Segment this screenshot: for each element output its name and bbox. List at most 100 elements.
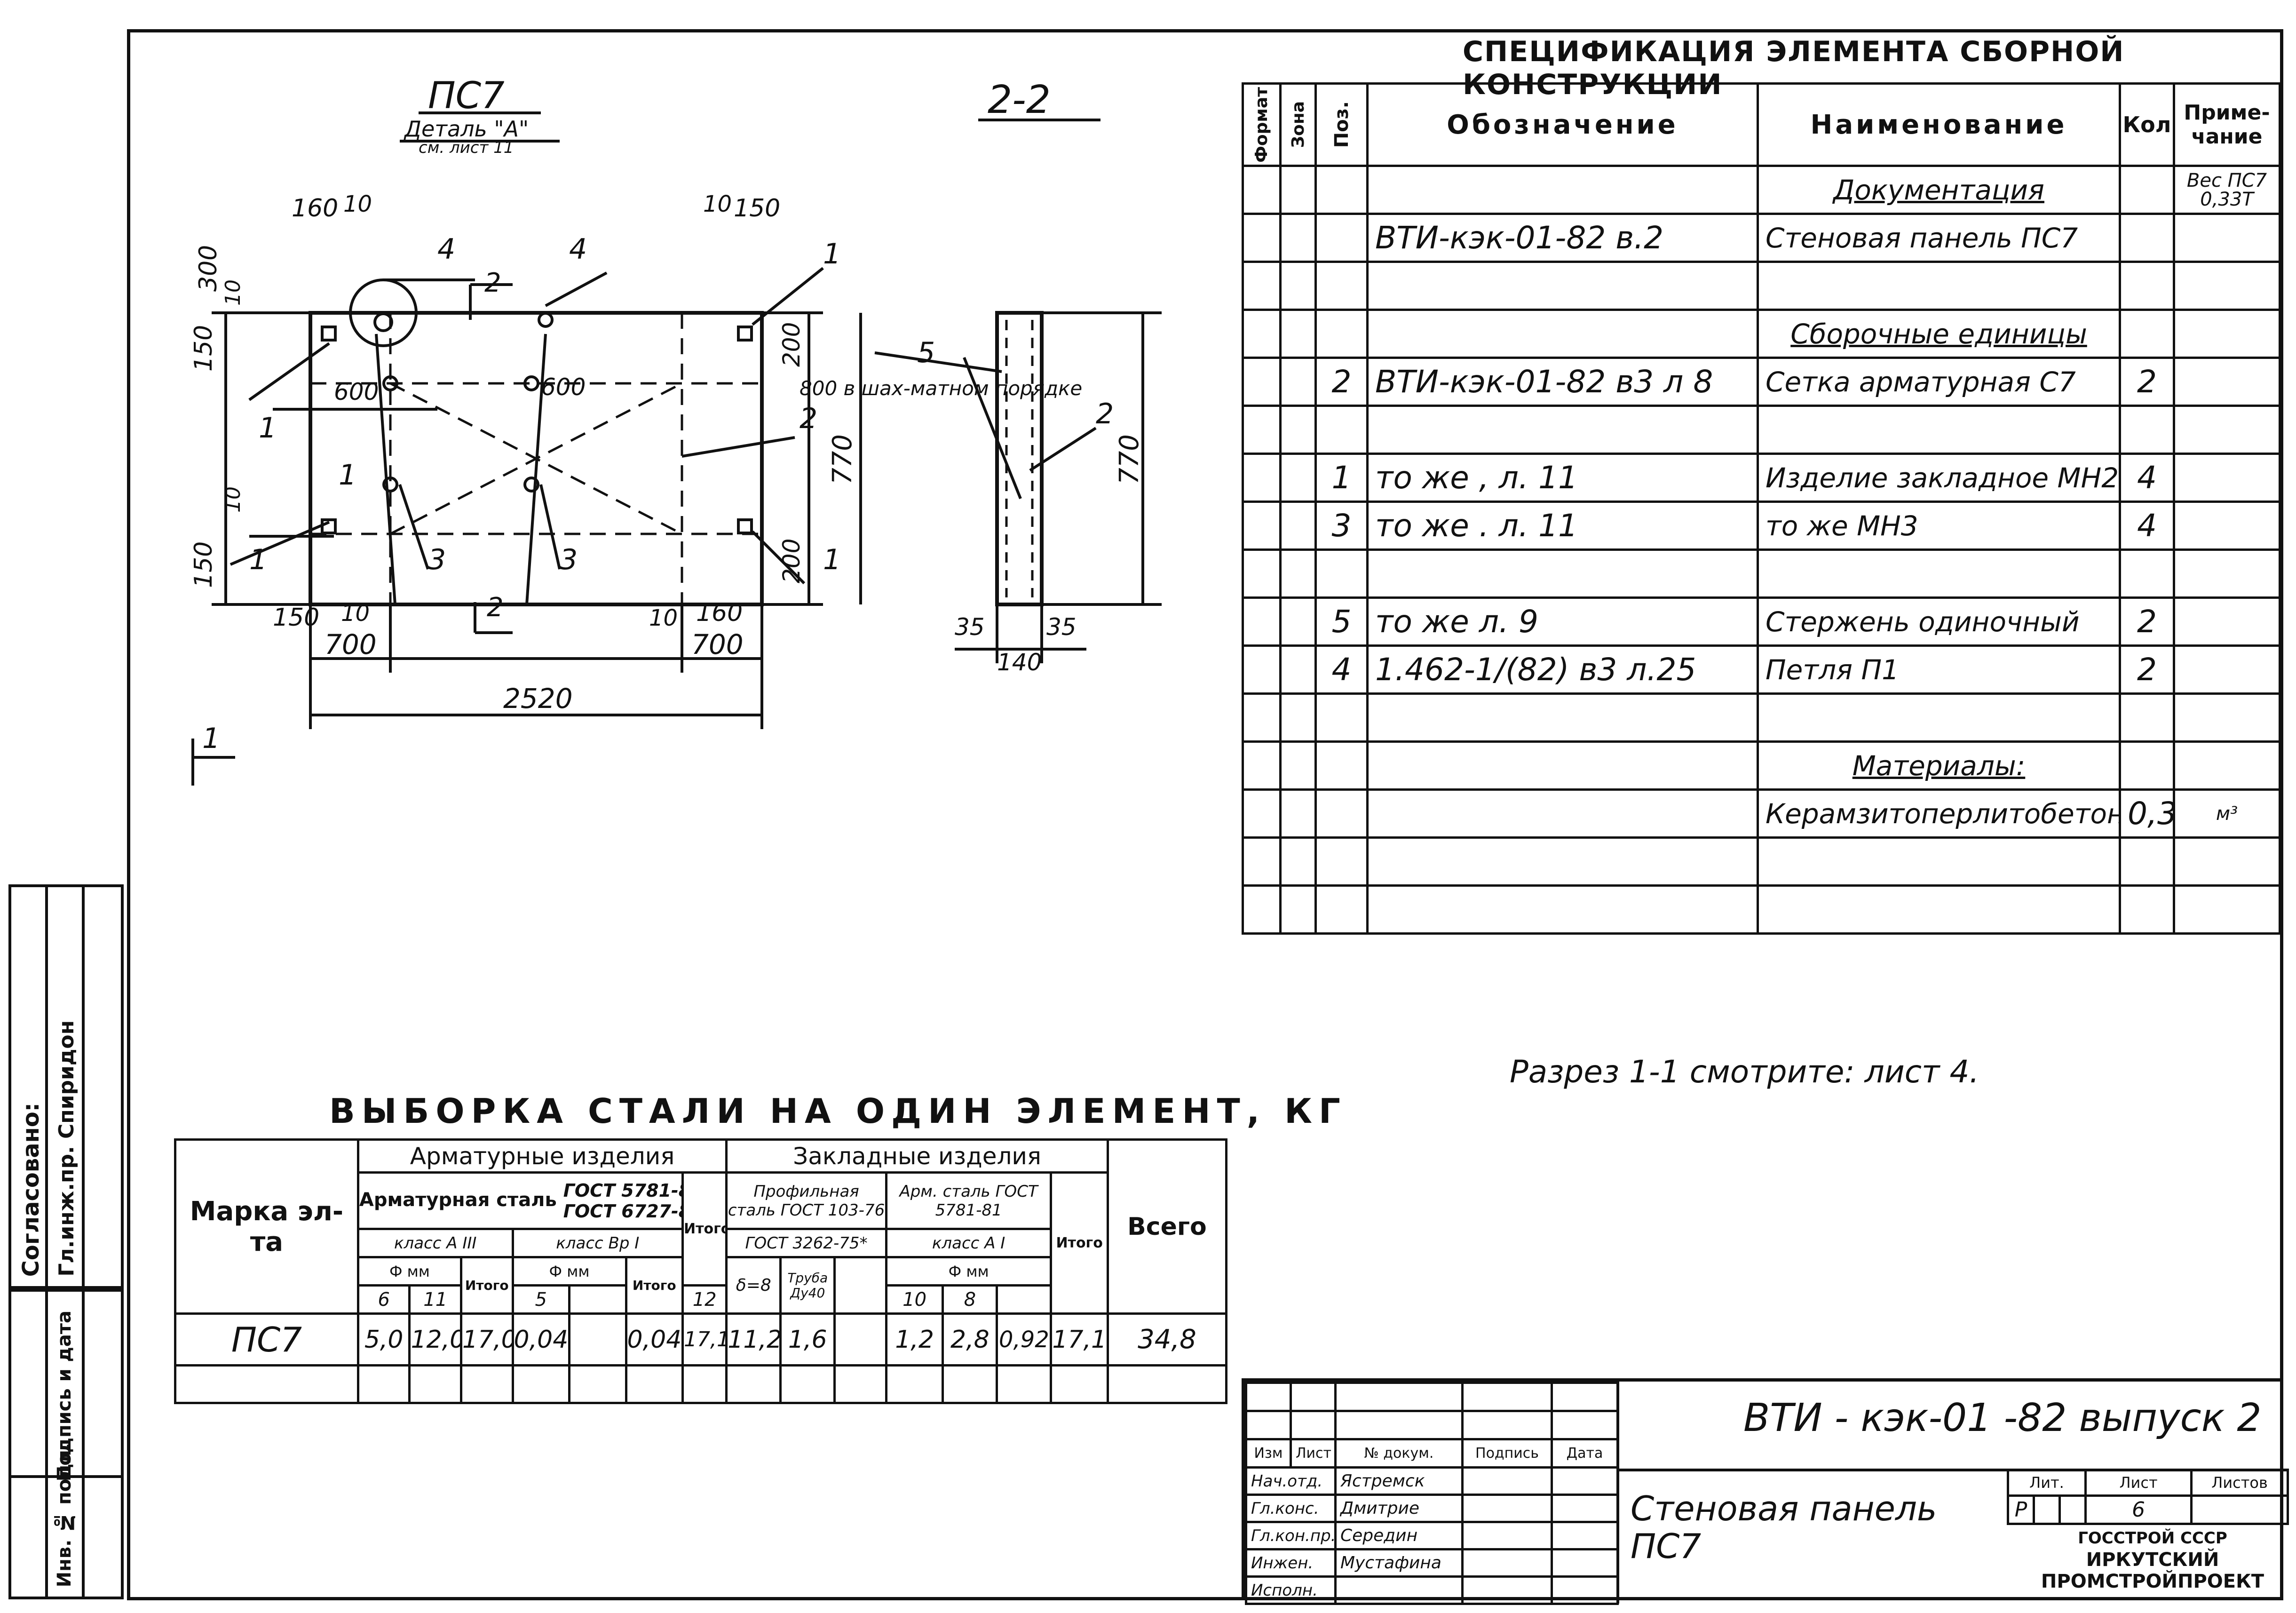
cut-1-label: 1 xyxy=(202,722,220,755)
spec-cell-name: Сборочные единицы xyxy=(1757,309,2121,359)
tb-staff-role: Инжен. xyxy=(1245,1548,1337,1578)
spec-table: Формат Зона Поз. Обозначение Наименовани… xyxy=(1242,82,2281,935)
steel-dmm-3: Ф мм xyxy=(885,1256,1053,1287)
spec-cell-format xyxy=(1242,165,1282,215)
steel-row-ps7: ПС7 5,0 12,0 17,0 0,04 0,04 17,1 11,2 1,… xyxy=(174,1312,1228,1367)
tb-staff-row: Инжен.Мустафина xyxy=(1245,1548,1619,1578)
spec-cell-name xyxy=(1757,261,2121,311)
spec-cell-zone xyxy=(1279,884,1317,935)
spec-cell-name: Керамзитоперлитобетон-М50 xyxy=(1757,788,2121,839)
tb-sheets-header: Листов xyxy=(2190,1469,2289,1497)
tb-organization: ГОССТРОЙ СССР ИРКУТСКИЙ ПРОМСТРОЙПРОЕКТ xyxy=(2021,1527,2284,1592)
spec-cell-note xyxy=(2173,884,2281,935)
spec-cell-qty xyxy=(2119,548,2175,599)
tb-org-3: ПРОМСТРОЙПРОЕКТ xyxy=(2041,1571,2264,1592)
spec-cell-format xyxy=(1242,357,1282,407)
spec-cell-qty xyxy=(2119,309,2175,359)
spec-cell-name xyxy=(1757,836,2121,887)
pos-1-bottom-right: 1 xyxy=(823,543,841,576)
spec-cell-pos xyxy=(1314,309,1369,359)
tb-hdr-date: Дата xyxy=(1551,1438,1619,1469)
spec-cell-qty xyxy=(2119,740,2175,791)
spec-cell-zone xyxy=(1279,309,1317,359)
spec-cell-name: Материалы: xyxy=(1757,740,2121,791)
spec-cell-qty xyxy=(2119,884,2175,935)
section-note: Разрез 1-1 смотрите: лист 4. xyxy=(1510,1054,1979,1090)
dim-10-top: 10 xyxy=(343,191,372,217)
spec-cell-zone xyxy=(1279,644,1317,695)
spec-header-designation: Обозначение xyxy=(1366,82,1759,167)
dim-600-right: 600 xyxy=(541,373,586,401)
note-800: 800 в шах-матном порядке xyxy=(800,377,1082,400)
tb-staff-date xyxy=(1551,1494,1619,1523)
spec-cell-name: Документация xyxy=(1757,165,2121,215)
steel-header-total-3: Итого xyxy=(1050,1171,1109,1315)
steel-title: ВЫБОРКА СТАЛИ НА ОДИН ЭЛЕМЕНТ, КГ xyxy=(329,1091,1347,1131)
steel-row-v11: 12,0 xyxy=(408,1312,462,1367)
cut-1-label-mid: 1 xyxy=(339,459,356,492)
steel-header-total-1: Итого xyxy=(681,1171,728,1287)
tb-staff-date xyxy=(1551,1521,1619,1550)
spec-cell-name xyxy=(1757,692,2121,743)
spec-header-name: Наименование xyxy=(1757,82,2121,167)
spec-cell-qty: 0,3 xyxy=(2119,788,2175,839)
spec-cell-designation: то же . л. 11 xyxy=(1366,501,1759,551)
approval-stamp: Согласовано: Гл.инж.пр. Спиридон xyxy=(8,884,124,1289)
spec-cell-pos: 1 xyxy=(1314,453,1369,503)
drawing-frame xyxy=(127,29,2283,1600)
pos-1-top-left: 1 xyxy=(259,412,277,445)
note-800-text: 800 в шах-матном порядке xyxy=(800,377,1082,400)
steel-dmm-2: Ф мм xyxy=(511,1256,627,1287)
steel-gost-2: ГОСТ 6727-80 xyxy=(563,1200,681,1222)
spec-cell-designation: то же л. 9 xyxy=(1366,596,1759,647)
steel-sub-6: 6 xyxy=(356,1284,411,1315)
pos-3-right: 3 xyxy=(560,543,578,576)
dim-10-bottom-right: 10 xyxy=(649,605,678,631)
spec-cell-name: Изделие закладное МН2 xyxy=(1757,453,2121,503)
steel-header-mark: Марка эл-та xyxy=(174,1138,359,1315)
steel-row-v10: 2,8 xyxy=(942,1312,998,1367)
signature-stamp: Подпись и дата Инв. № подл. xyxy=(8,1289,124,1599)
tb-doc-name: Стеновая панель ПС7 xyxy=(1631,1489,1937,1566)
spec-cell-pos: 5 xyxy=(1314,596,1369,647)
steel-row-v5: 0,04 xyxy=(511,1312,571,1367)
spec-cell-designation xyxy=(1366,836,1759,887)
dim-200-bottom: 200 xyxy=(778,539,805,583)
spec-cell-note xyxy=(2173,692,2281,743)
spec-cell-qty: 2 xyxy=(2119,596,2175,647)
spec-cell-format xyxy=(1242,261,1282,311)
tb-sheet-header: Лист xyxy=(2084,1469,2193,1497)
spec-cell-zone xyxy=(1279,501,1317,551)
steel-class-bp1: класс Вр I xyxy=(511,1228,684,1258)
spec-cell-format xyxy=(1242,836,1282,887)
spec-cell-zone xyxy=(1279,596,1317,647)
steel-row-v8: 0,92 xyxy=(996,1312,1053,1367)
spec-cell-qty: 2 xyxy=(2119,644,2175,695)
tb-staff-date xyxy=(1551,1466,1619,1496)
spec-cell-format xyxy=(1242,740,1282,791)
spec-cell-zone xyxy=(1279,692,1317,743)
spec-cell-qty xyxy=(2119,261,2175,311)
tb-staff-role: Исполн. xyxy=(1245,1575,1337,1605)
dim-35-right: 35 xyxy=(1046,613,1077,641)
spec-cell-qty xyxy=(2119,165,2175,215)
spec-cell-note xyxy=(2173,357,2281,407)
steel-gost-1: ГОСТ 5781-81 xyxy=(563,1180,681,1201)
spec-cell-format xyxy=(1242,405,1282,455)
spec-cell-format xyxy=(1242,213,1282,263)
spec-header-format: Формат xyxy=(1242,82,1282,167)
spec-header-zone: Зона xyxy=(1279,82,1317,167)
spec-cell-designation xyxy=(1366,261,1759,311)
tb-lit-header: Лит. xyxy=(2006,1469,2087,1497)
spec-cell-note xyxy=(2173,836,2281,887)
panel-drawing: ПС7 Деталь "А" см. лист 11 2-2 2520 700 … xyxy=(190,75,1162,786)
spec-cell-qty xyxy=(2119,836,2175,887)
tb-hdr-list: Лист xyxy=(1290,1438,1337,1469)
spec-cell-pos xyxy=(1314,165,1369,215)
spec-cell-pos xyxy=(1314,548,1369,599)
dim-770-section: 770 xyxy=(1114,434,1145,485)
spec-cell-note xyxy=(2173,405,2281,455)
dim-150-left-low: 150 xyxy=(190,541,218,588)
